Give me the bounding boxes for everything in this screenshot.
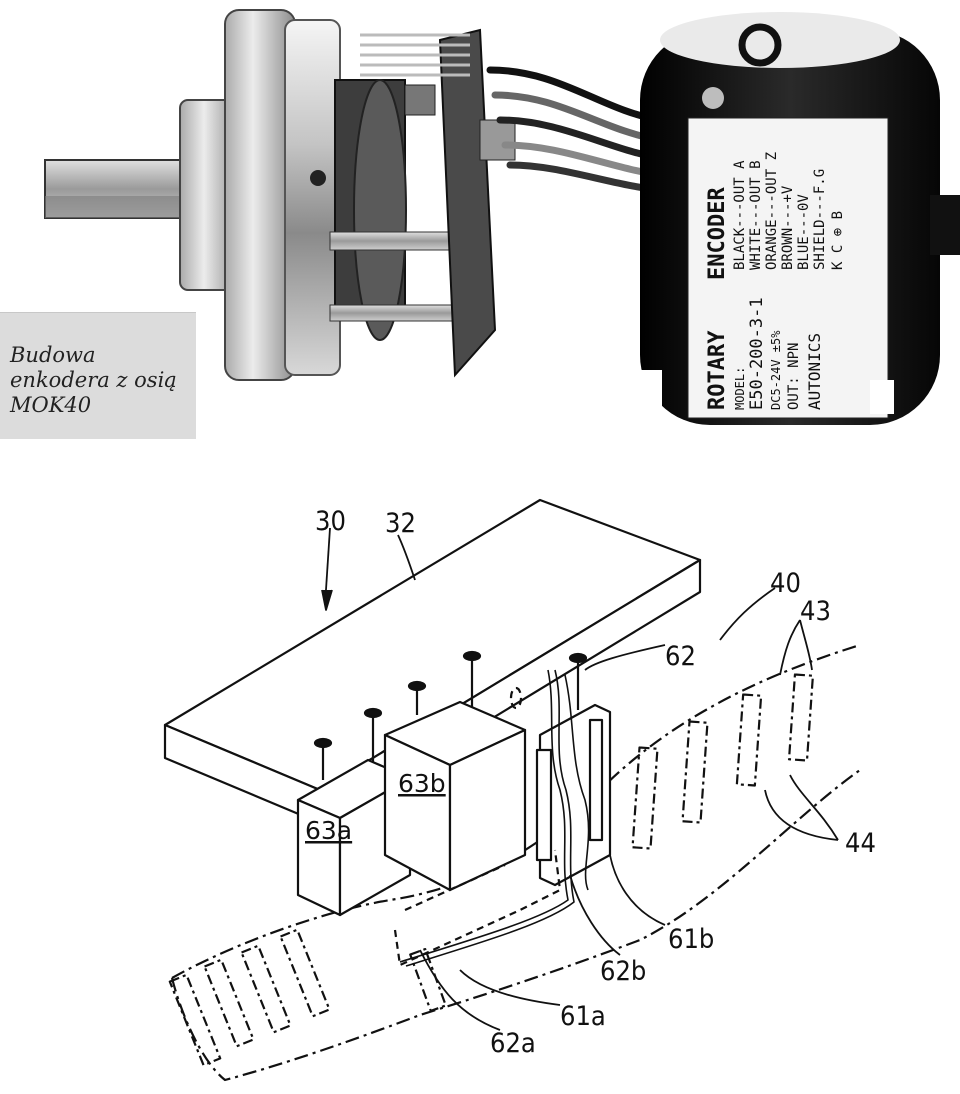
internal-disc-and-pcb [329, 28, 516, 378]
label-44: 44 [845, 828, 876, 859]
label-43: 43 [800, 596, 831, 627]
label-63b: 63b [398, 769, 446, 798]
label-61b: 61b [668, 924, 714, 955]
svg-text:DC5-24V ±5%: DC5-24V ±5% [769, 330, 783, 410]
svg-text:ORANGE---OUT Z: ORANGE---OUT Z [764, 152, 780, 270]
caption-line: MOK40 [10, 393, 92, 417]
svg-text:K C ⊕ B: K C ⊕ B [830, 211, 846, 270]
caption-text: Budowa enkodera z osią MOK40 [10, 343, 194, 418]
label-62b: 62b [600, 956, 646, 987]
caption-line: enkodera z osią [10, 368, 177, 392]
strip-slots [168, 673, 815, 1067]
caption-box: Budowa enkodera z osią MOK40 [0, 312, 196, 439]
svg-text:WHITE---OUT B: WHITE---OUT B [748, 160, 764, 270]
label-63a: 63a [305, 816, 352, 845]
encoder-patent-drawing: 30 32 40 43 62 63a 63b 44 61b 62b 61a 62… [163, 498, 876, 1082]
bracket-61a [393, 686, 562, 967]
svg-text:ROTARY: ROTARY [705, 330, 730, 410]
svg-text:AUTONICS: AUTONICS [805, 333, 824, 410]
pins [313, 650, 588, 780]
sensor-block-63b [383, 700, 527, 892]
label-62a: 62a [490, 1028, 536, 1059]
label-30: 30 [315, 506, 346, 537]
svg-text:BROWN---+V: BROWN---+V [780, 185, 796, 270]
svg-text:BLACK---OUT A: BLACK---OUT A [732, 160, 748, 270]
encoder-photo: ROTARY ENCODER MODEL: E50-200-3-1 DC5-24… [44, 9, 960, 425]
aluminium-flange [179, 9, 341, 381]
drawing-labels: 30 32 40 43 62 63a 63b 44 61b 62b 61a 62… [305, 506, 876, 1059]
wires-62 [399, 669, 590, 967]
svg-text:SHIELD---F.G: SHIELD---F.G [812, 169, 828, 270]
encoder-housing: ROTARY ENCODER MODEL: E50-200-3-1 DC5-24… [640, 12, 960, 425]
caption-line: Budowa [10, 343, 96, 367]
label-61a: 61a [560, 1001, 606, 1032]
encoder-product-label: ROTARY ENCODER MODEL: E50-200-3-1 DC5-24… [705, 152, 846, 410]
label-62: 62 [665, 641, 696, 672]
svg-text:ENCODER: ENCODER [705, 187, 730, 280]
svg-text:BLUE---0V: BLUE---0V [796, 194, 812, 270]
leader-lines [321, 527, 839, 1031]
shaft [44, 159, 206, 219]
label-40: 40 [770, 568, 801, 599]
bracket-61b [535, 703, 612, 887]
label-32: 32 [385, 508, 416, 539]
svg-text:E50-200-3-1: E50-200-3-1 [747, 297, 767, 410]
svg-text:MODEL:: MODEL: [733, 367, 747, 410]
svg-text:OUT: NPN: OUT: NPN [786, 343, 802, 410]
